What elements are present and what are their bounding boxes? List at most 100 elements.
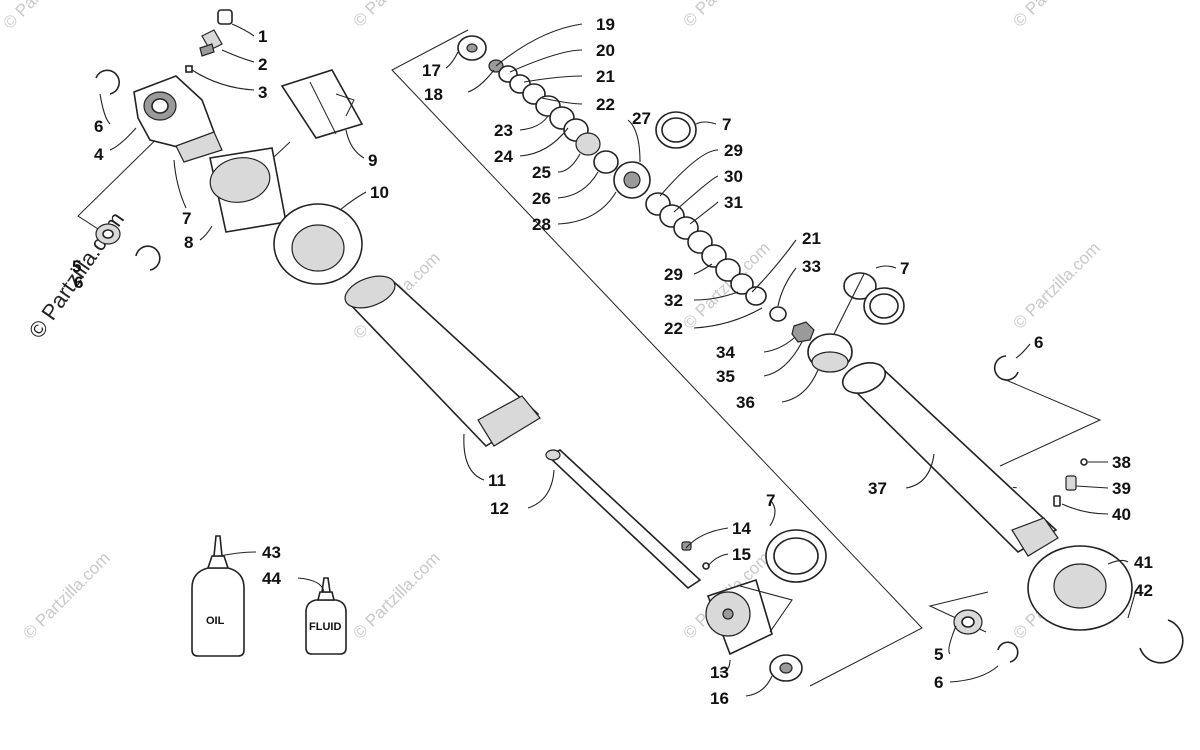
- callout-3: 3: [258, 83, 267, 102]
- callout-32: 32: [664, 291, 683, 310]
- leader: [693, 263, 713, 275]
- part-9-sleeve-slit: [309, 81, 337, 135]
- callout-5: 5: [72, 257, 81, 276]
- part-42-ring: [1139, 619, 1184, 664]
- leader: [693, 291, 739, 301]
- callout-7: 7: [900, 259, 909, 278]
- callout-28: 28: [532, 215, 551, 234]
- callout-7: 7: [182, 209, 191, 228]
- part-6-clip: [95, 69, 120, 95]
- part-11-body-rings: [477, 395, 541, 447]
- leader: [297, 577, 325, 593]
- leader: [693, 307, 763, 329]
- callout-44: 44: [262, 569, 281, 588]
- leader: [109, 127, 137, 151]
- part-25-washer: [575, 132, 601, 156]
- callout-6: 6: [94, 117, 103, 136]
- shim: [715, 258, 741, 282]
- part-7-seal: [175, 131, 223, 163]
- leader: [445, 51, 459, 69]
- leader: [1015, 343, 1031, 359]
- leader: [1075, 485, 1109, 489]
- leader: [707, 553, 729, 567]
- bottles-group: OIL FLUID: [191, 535, 347, 657]
- callout-7: 7: [722, 115, 731, 134]
- callout-10: 10: [370, 183, 389, 202]
- leader: [948, 625, 957, 655]
- watermark-text: © Partzilla.com: [19, 548, 113, 642]
- reservoir-body-group: [841, 355, 1184, 664]
- callout-13: 13: [710, 663, 729, 682]
- fluid-bottle-neck: [316, 591, 336, 601]
- callout-22: 22: [596, 95, 615, 114]
- leader: [659, 149, 719, 197]
- leader: [541, 97, 583, 105]
- leader: [557, 153, 581, 173]
- leader: [1107, 559, 1129, 565]
- part-16-washer-hole: [779, 662, 793, 674]
- part-39-valve: [1065, 475, 1077, 491]
- part-7-ring-upper-inner: [661, 117, 691, 143]
- part-15-washer: [702, 562, 710, 570]
- callout-27: 27: [632, 109, 651, 128]
- watermark-text: © Partzilla.com: [679, 238, 773, 332]
- callout-12: 12: [490, 499, 509, 518]
- part-4-head-bore-inner: [151, 98, 169, 114]
- leader: [739, 585, 793, 633]
- callout-29: 29: [724, 141, 743, 160]
- callout-numbers: 1 2 3 4 5 6 6 7 8 9 10 11 12 13 14 15 16…: [72, 15, 1153, 708]
- leader: [689, 201, 719, 225]
- oil-bottle-nozzle: [213, 535, 223, 557]
- callout-21: 21: [596, 67, 615, 86]
- part-14-pin: [681, 541, 692, 551]
- part-41-cap-hole: [1053, 563, 1107, 609]
- callout-7: 7: [766, 491, 775, 510]
- shim: [730, 273, 754, 295]
- oil-bottle-neck: [206, 555, 230, 569]
- callout-24: 24: [494, 147, 513, 166]
- part-6-clip-right: [993, 355, 1019, 381]
- callout-6: 6: [74, 273, 83, 292]
- part-5-bushing-hole: [102, 229, 114, 239]
- part-3-oring: [185, 65, 193, 73]
- leader: [221, 49, 255, 63]
- part-27-piston-core: [623, 171, 641, 189]
- part-2-valve-thread: [199, 43, 215, 57]
- callout-14: 14: [732, 519, 751, 538]
- leader: [173, 159, 187, 209]
- leader: [745, 675, 773, 697]
- part-12-shaft: [546, 449, 702, 590]
- leader: [557, 191, 617, 225]
- shock-body-group: [344, 275, 827, 682]
- watermark-text: © Partzilla.com: [1009, 238, 1103, 332]
- callout-1: 1: [258, 27, 267, 46]
- part-6-clip-lower-right: [997, 641, 1019, 663]
- leader: [695, 121, 717, 125]
- callout-11: 11: [488, 471, 506, 490]
- part-8-bushing-end: [209, 157, 271, 203]
- callout-33: 33: [802, 257, 821, 276]
- leader: [199, 225, 213, 241]
- leader: [231, 23, 255, 37]
- part-11-body-top: [344, 275, 396, 309]
- leader: [685, 527, 729, 549]
- callout-42: 42: [1134, 581, 1153, 600]
- callout-36: 36: [736, 393, 755, 412]
- shim: [745, 286, 767, 306]
- part-5-bushing-right-hole: [961, 616, 975, 628]
- part-7-seal-lower-inner: [773, 537, 819, 575]
- callout-39: 39: [1112, 479, 1131, 498]
- part-37-eyelet: [1011, 517, 1059, 557]
- leader: [495, 23, 583, 67]
- part-1-cap: [217, 9, 233, 25]
- callout-23: 23: [494, 121, 513, 140]
- leader: [191, 69, 255, 91]
- callout-2: 2: [258, 55, 267, 74]
- callout-5: 5: [934, 645, 943, 664]
- callout-22: 22: [664, 319, 683, 338]
- leader: [1127, 589, 1137, 619]
- watermark-text: © Partzilla.com: [0, 0, 94, 33]
- callout-34: 34: [716, 343, 735, 362]
- leader: [339, 191, 367, 211]
